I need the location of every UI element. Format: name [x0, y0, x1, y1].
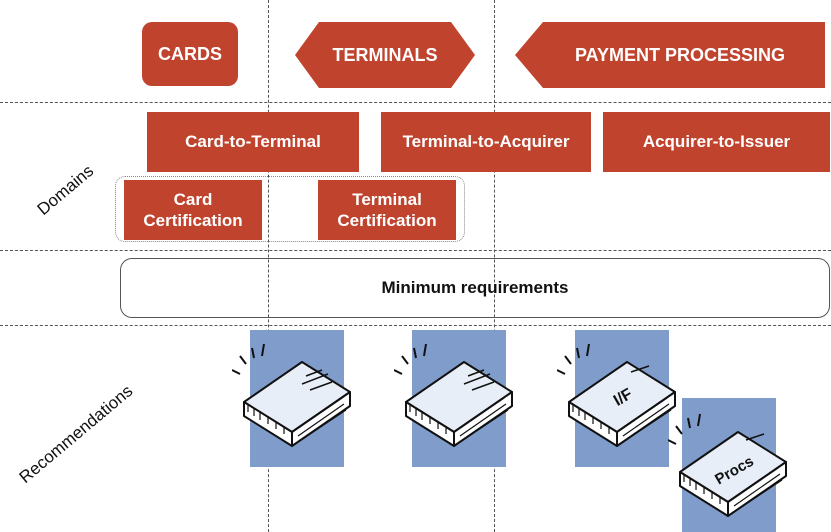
terminal-certification-label: Terminal Certification [337, 190, 437, 230]
divider-domains [0, 250, 831, 251]
domains-label: Domains [33, 161, 98, 219]
terminals-block: TERMINALS [295, 22, 475, 88]
terminals-hexagon [295, 22, 475, 88]
acquirer-to-issuer-block: Acquirer-to-Issuer [603, 112, 830, 172]
card-to-terminal-block: Card-to-Terminal [147, 112, 359, 172]
book-icon: Procs [668, 413, 787, 517]
book-icon [394, 343, 513, 447]
minimum-requirements-box: Minimum requirements [120, 258, 830, 318]
terminal-to-acquirer-label: Terminal-to-Acquirer [402, 132, 570, 151]
recommendations-label: Recommendations [15, 381, 137, 487]
divider-top [0, 102, 831, 103]
cards-block: CARDS [142, 22, 238, 86]
terminal-to-acquirer-block: Terminal-to-Acquirer [381, 112, 591, 172]
payment-processing-shape [515, 22, 825, 88]
card-certification-label: Card Certification [143, 190, 243, 230]
certification-group [115, 176, 465, 242]
book-icon: I/F [557, 343, 676, 447]
divider-vertical-2 [494, 0, 495, 532]
card-certification-block: Card Certification [124, 180, 262, 240]
acquirer-to-issuer-label: Acquirer-to-Issuer [642, 132, 791, 151]
terminal-certification-block: Terminal Certification [318, 180, 456, 240]
payment-processing-block: PAYMENT PROCESSING [515, 22, 825, 88]
payment-processing-label: PAYMENT PROCESSING [574, 44, 786, 65]
divider-requirements [0, 325, 831, 326]
card-to-terminal-label: Card-to-Terminal [185, 132, 321, 151]
divider-vertical-1 [268, 0, 269, 532]
book-icon [232, 343, 351, 447]
terminals-label: TERMINALS [332, 44, 438, 65]
cards-label: CARDS [157, 43, 222, 64]
minimum-requirements-label: Minimum requirements [381, 278, 569, 297]
